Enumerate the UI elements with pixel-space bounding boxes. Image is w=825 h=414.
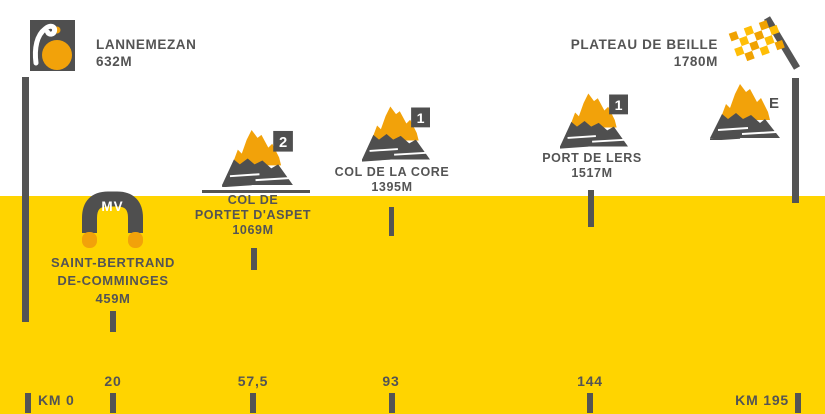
- axis-tick-km93: [389, 393, 395, 413]
- sprint-name-line1: SAINT-BERTRAND: [51, 255, 175, 270]
- axis-label-km20: 20: [104, 373, 122, 389]
- climb-name-line1: COL DE LA CORE: [334, 165, 450, 179]
- mountain-slash: [369, 148, 398, 152]
- mountain-baseline: [710, 136, 741, 140]
- start-cyclist-icon: [30, 20, 75, 71]
- finish-marker-line: [792, 78, 799, 203]
- arch-foot-left: [82, 232, 97, 248]
- mountain-front-gray: [710, 113, 780, 138]
- climb-altitude: 1517M: [571, 166, 613, 180]
- category-number: 2: [279, 135, 287, 151]
- mountain-slash: [394, 151, 427, 156]
- arch-foot-right: [128, 232, 143, 248]
- mountain-slash: [741, 131, 777, 135]
- finish-climb-mountain-icon: E: [710, 84, 780, 140]
- axis-tick-km0: [25, 393, 31, 413]
- climb-name-line2: PORTET D'ASPET: [194, 208, 312, 222]
- mountain-baseline: [222, 182, 252, 187]
- sprint-name-line2: DE-COMMINGES: [57, 273, 169, 288]
- category-number: 1: [615, 98, 623, 114]
- mountain-peak-orange: [720, 84, 770, 120]
- finish-altitude: 1780M: [673, 54, 718, 69]
- mountain-baseline: [560, 144, 589, 149]
- category-badge: [411, 107, 430, 128]
- start-name: LANNEMEZAN: [96, 37, 197, 52]
- axis-label-km0: KM 0: [38, 392, 75, 408]
- road-line: [202, 190, 310, 193]
- wheel-circle-icon: [42, 40, 72, 70]
- mountain-peak-orange: [231, 129, 282, 166]
- axis-label-km57: 57,5: [237, 373, 269, 389]
- climb-icon-portet-daspet: 2: [222, 129, 293, 187]
- axis-tick-km20: [110, 393, 116, 413]
- category-badge: [609, 94, 628, 115]
- climb-name-line1: PORT DE LERS: [542, 151, 642, 165]
- climb-position-tick: [588, 190, 594, 227]
- sprint-banner-arch-icon: MV: [82, 191, 143, 248]
- sprint-altitude: 459M: [95, 291, 131, 306]
- category-number: 1: [417, 111, 425, 127]
- axis-label-km195: KM 195: [735, 392, 789, 408]
- mountain-slash: [592, 138, 625, 143]
- mountain-slash: [229, 173, 260, 178]
- climb-altitude: 1069M: [232, 223, 274, 237]
- flag-checkers: [728, 20, 785, 62]
- mountain-slash: [717, 127, 749, 131]
- axis-label-km144: 144: [577, 373, 603, 389]
- axis-label-km93: 93: [382, 373, 400, 389]
- climb-name-line1: COL DE: [227, 193, 279, 207]
- climb-position-tick: [251, 248, 257, 270]
- climb-position-tick: [389, 207, 394, 236]
- sprint-badge-text: MV: [101, 199, 123, 214]
- rider-body-stroke: [32, 23, 58, 66]
- mountain-slash: [255, 177, 290, 182]
- arch-frame: [82, 191, 143, 233]
- category-badge: [273, 130, 293, 152]
- axis-tick-km144: [587, 393, 593, 413]
- climb-altitude: 1395M: [371, 180, 413, 194]
- start-marker-line: [22, 77, 29, 322]
- finish-flag-icon: [728, 16, 801, 70]
- category-letter: E: [769, 95, 779, 112]
- finish-name: PLATEAU DE BEILLE: [570, 37, 718, 52]
- axis-tick-km195: [795, 393, 801, 413]
- sprint-position-tick: [110, 311, 116, 332]
- mountain-slash: [567, 135, 596, 139]
- mountain-peak-orange: [569, 93, 617, 128]
- climb-icon-col-de-la-core: 1: [362, 106, 430, 162]
- axis-tick-km57: [250, 393, 256, 413]
- start-altitude: 632M: [96, 54, 133, 69]
- mountain-peak-orange: [371, 106, 419, 141]
- mountain-baseline: [362, 157, 391, 162]
- climb-icon-port-de-lers: 1: [560, 93, 628, 149]
